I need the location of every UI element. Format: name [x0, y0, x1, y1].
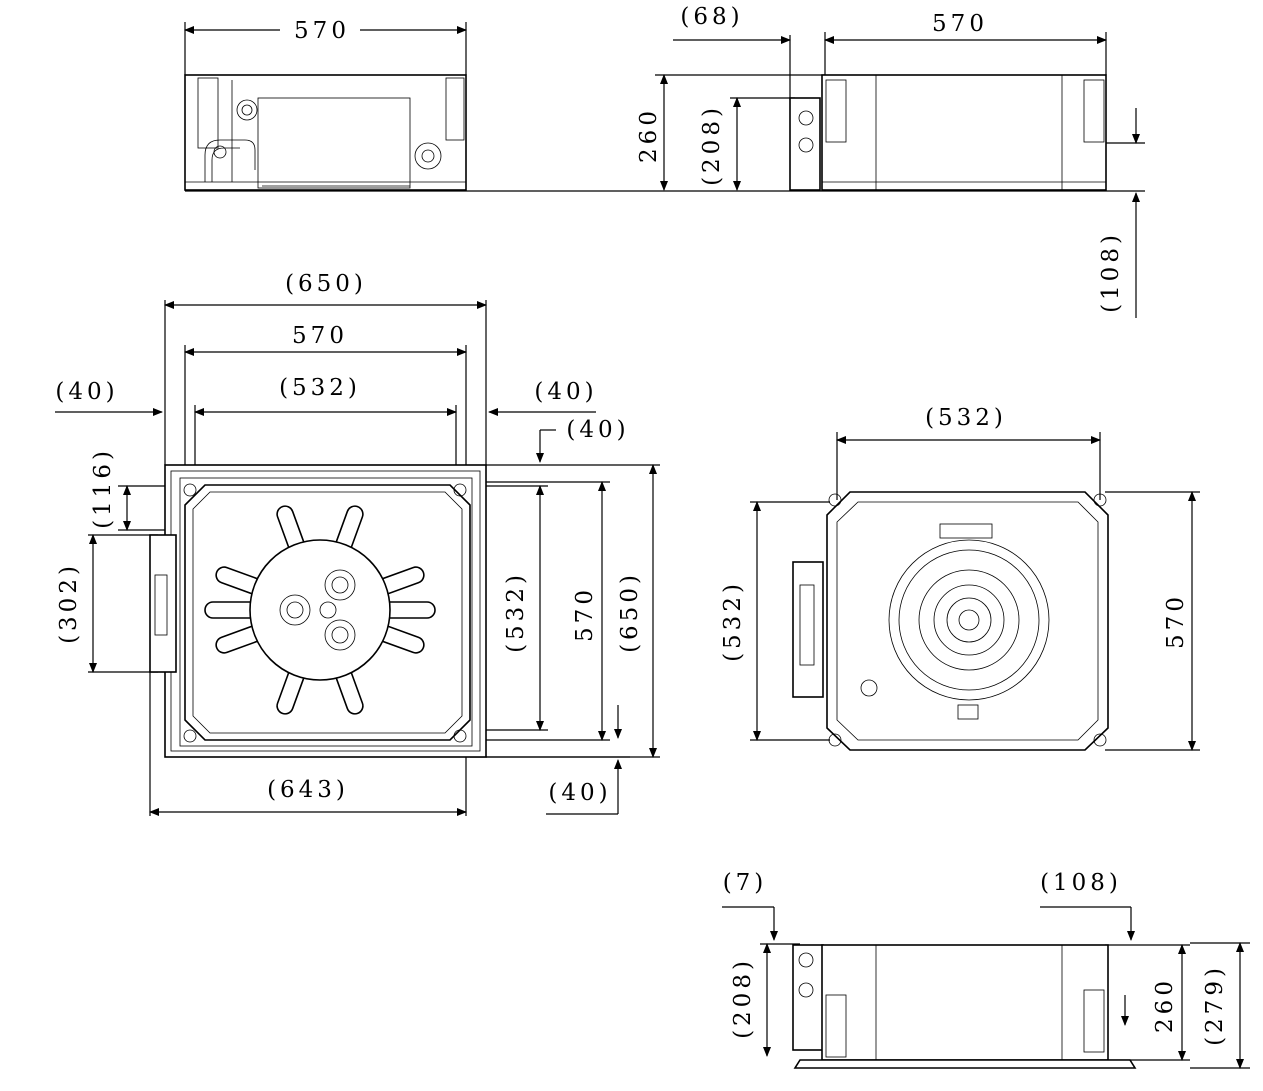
bottom-side-left-offset-label: (7)	[723, 870, 768, 896]
plan-right-margin-label: (40)	[534, 379, 597, 405]
plan-view: (650) 570 (532) (40) (40) (40) (116) (30…	[55, 271, 660, 816]
plan-body-label: 570	[292, 323, 348, 349]
top-side-width-label: 570	[932, 11, 988, 37]
bottom-side-height-label: 260	[1152, 977, 1178, 1033]
bottom-side-right-offset-label: (108)	[1040, 870, 1122, 896]
plan-bottom-margin-label: (40)	[548, 780, 611, 806]
plan-top-margin-label: (40)	[566, 417, 629, 443]
top-front-view: 570	[184, 16, 467, 191]
plan-corner-label: (116)	[90, 447, 116, 529]
top-side-height-label: 260	[636, 107, 662, 163]
top-front-width-label: 570	[294, 18, 350, 44]
bottom-side-overall-height-label: (279)	[1202, 964, 1228, 1046]
top-side-inner-height-label: (208)	[699, 104, 725, 186]
bottom-view-height-inner-label: (532)	[720, 580, 746, 662]
bottom-view: (532) (532) 570	[720, 405, 1200, 751]
bottom-side-inner-height-label: (208)	[730, 957, 756, 1039]
plan-inner-label: (532)	[279, 375, 361, 401]
plan-vert-body-label: 570	[572, 586, 598, 642]
plan-overall-label: (650)	[285, 271, 367, 297]
plan-left-margin-label: (40)	[55, 379, 118, 405]
plan-bottom-width-label: (643)	[267, 777, 349, 803]
top-side-offset-label: (68)	[680, 4, 743, 30]
top-side-view: (68) 570 260 (208) (108)	[185, 4, 1145, 318]
top-side-drop-label: (108)	[1098, 231, 1124, 313]
bottom-view-width-label: (532)	[925, 405, 1007, 431]
plan-vert-inner-label: (532)	[503, 571, 529, 653]
bottom-side-view: (7) (108) (208) 260 (279)	[722, 870, 1250, 1069]
bottom-view-height-label: 570	[1163, 593, 1189, 649]
plan-box-label: (302)	[56, 562, 82, 644]
plan-vert-overall-label: (650)	[617, 571, 643, 653]
